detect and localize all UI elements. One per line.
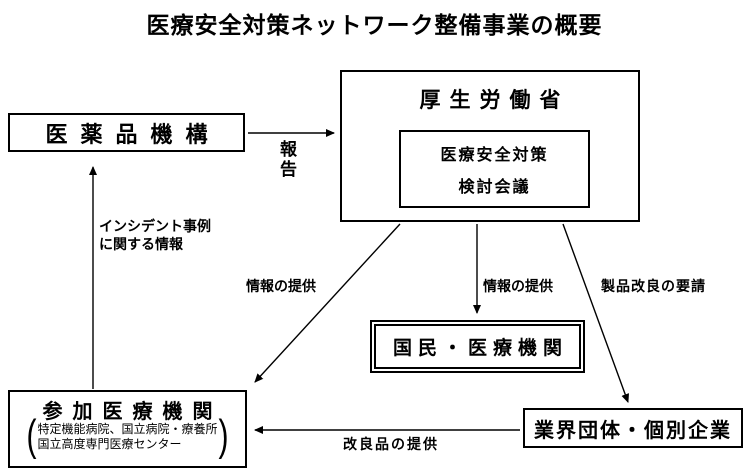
label-improvement-request: 製品改良の要請 [601,276,706,296]
label-incident-info: インシデント事例 に関する情報 [99,217,211,253]
participating-sub-lines: 特定機能病院、国立病院・療養所 国立高度専門医療センター [37,422,217,452]
box-mhlw: 厚生労働省 医療安全対策 検討会議 [340,70,640,222]
box-public-medical-label: 国民・医療機関 [392,338,568,359]
label-info-to-participating: 情報の提供 [246,276,316,296]
label-incident-line1: インシデント事例 [99,218,211,234]
box-mhlw-label: 厚生労働省 [419,89,570,112]
page-title: 医療安全対策ネットワーク整備事業の概要 [146,12,603,38]
box-pmda: 医薬品機構 [8,113,245,152]
box-pmda-label: 医薬品機構 [45,121,221,147]
box-industry-label: 業界団体・個別企業 [534,419,732,442]
box-industry: 業界団体・個別企業 [523,408,743,448]
label-improved-products: 改良品の提供 [343,434,439,454]
box-public-medical: 国民・医療機関 [370,320,585,373]
paren-right: ) [218,412,229,461]
arrow-info-to-participating [254,223,401,383]
box-safety-council: 医療安全対策 検討会議 [399,130,590,208]
box-participating-label: 参加医療機関 [42,401,223,423]
label-info-to-public: 情報の提供 [483,276,553,296]
paren-left: ( [26,412,37,461]
participating-sub-line1: 特定機能病院、国立病院・療養所 [37,422,218,436]
arrow-improvement-request [562,223,630,403]
participating-sub: ( 特定機能病院、国立病院・療養所 国立高度専門医療センター ) [10,415,245,459]
participating-sub-line2: 国立高度専門医療センター [37,437,182,451]
safety-council-line2: 検討会議 [458,179,531,197]
label-incident-line2: に関する情報 [99,236,183,252]
safety-council-line1: 医療安全対策 [440,146,549,164]
label-report: 報告 [274,140,299,180]
box-participating: 参加医療機関 ( 特定機能病院、国立病院・療養所 国立高度専門医療センター ) [8,390,247,468]
